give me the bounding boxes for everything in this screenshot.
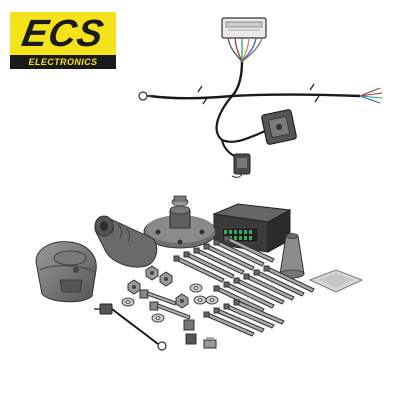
washers [121, 283, 219, 323]
logo-subtitle: ELECTRONICS [28, 57, 98, 67]
socket-mounting-plate [143, 195, 217, 249]
adhesive-pad [308, 269, 364, 293]
harness-square-connector [261, 109, 297, 145]
cable-ties [173, 235, 315, 337]
logo-band [10, 55, 116, 69]
bolts [139, 289, 191, 320]
connectors [183, 319, 217, 349]
control-module [212, 203, 292, 253]
nuts [127, 265, 189, 309]
harness-small-connector [231, 153, 251, 178]
ground-lead [94, 303, 167, 351]
socket-cover [35, 241, 97, 303]
ecs-electronics-logo: ECS ELECTRONICS [10, 12, 116, 69]
rubber-grommet [94, 215, 158, 268]
harness-top-connector [221, 17, 267, 63]
wiring-harness [138, 17, 383, 178]
